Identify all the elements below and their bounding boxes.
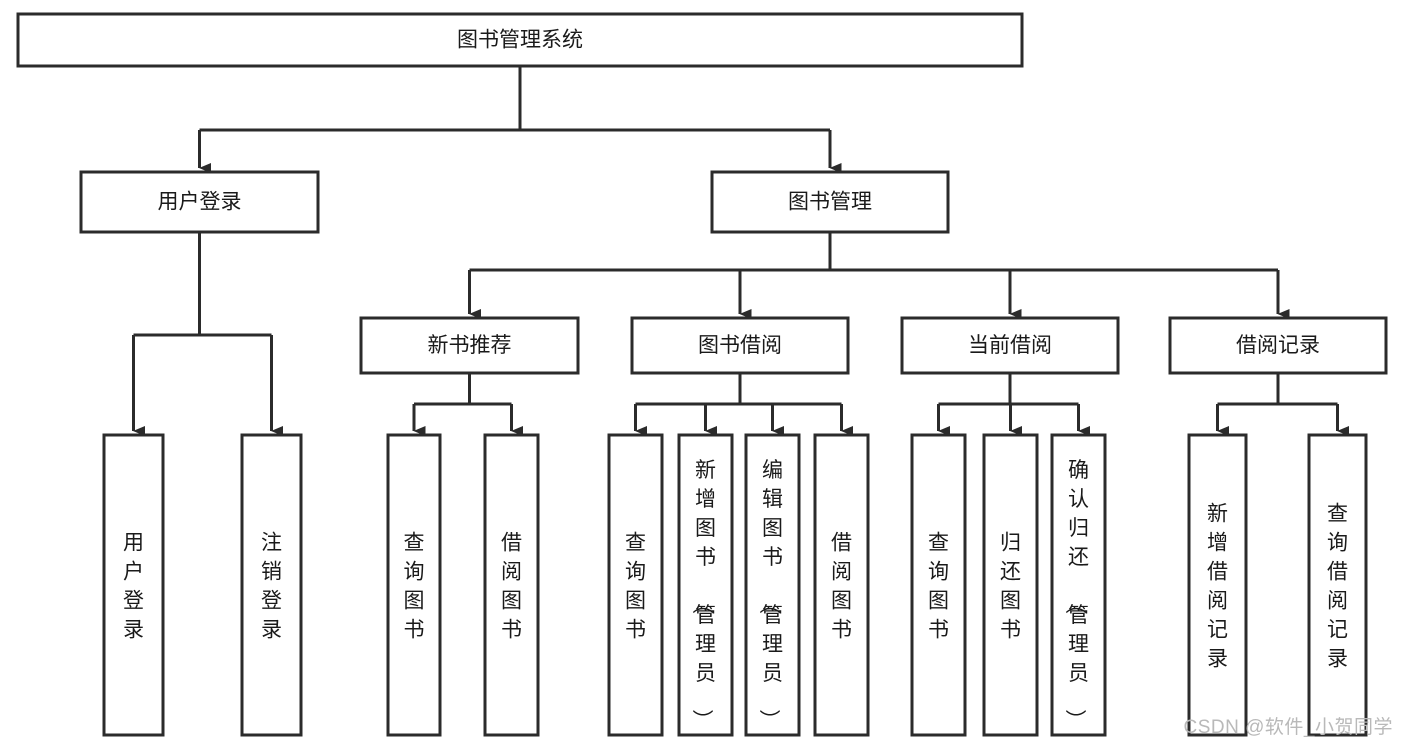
- node-box-leaf-user-login: [102, 433, 165, 737]
- node-label-book-management: 图书管理: [788, 191, 872, 214]
- node-borrow-record[interactable]: 借阅记录: [1168, 316, 1388, 375]
- node-box-leaf-query-book-recommend: [386, 433, 442, 737]
- node-book-management[interactable]: 图书管理: [710, 170, 950, 234]
- node-box-leaf-borrow-book: [813, 433, 870, 737]
- node-label-leaf-query-book-recommend: 查询图书: [404, 532, 425, 642]
- node-label-leaf-user-login: 用户登录: [123, 532, 144, 642]
- node-leaf-query-borrow-record[interactable]: 查询借阅记录: [1307, 433, 1368, 737]
- node-leaf-add-book-admin[interactable]: 新增图书（管理员）: [677, 433, 734, 737]
- node-box-borrow-record: [1168, 316, 1388, 375]
- node-box-book-management: [710, 170, 950, 234]
- node-label-leaf-query-book-current: 查询图书: [928, 532, 949, 642]
- node-label-leaf-add-book-admin: 新增图书（管理员）: [690, 459, 716, 730]
- node-box-leaf-borrow-book-recommend: [483, 433, 540, 737]
- node-layer: 图书管理系统用户登录图书管理新书推荐图书借阅当前借阅借阅记录用户登录注销登录查询…: [16, 12, 1388, 737]
- node-label-leaf-logout: 注销登录: [261, 532, 282, 642]
- node-leaf-user-login[interactable]: 用户登录: [102, 433, 165, 737]
- node-box-leaf-logout: [240, 433, 303, 737]
- node-box-leaf-return-book: [982, 433, 1039, 737]
- node-label-leaf-edit-book-admin: 编辑图书（管理员）: [757, 459, 783, 730]
- node-box-book-borrow: [630, 316, 850, 375]
- node-box-leaf-add-book-admin: [677, 433, 734, 737]
- node-label-leaf-return-book: 归还图书: [1000, 532, 1021, 642]
- node-user-login[interactable]: 用户登录: [79, 170, 320, 234]
- node-leaf-add-borrow-record[interactable]: 新增借阅记录: [1187, 433, 1248, 737]
- node-new-book-recommend[interactable]: 新书推荐: [359, 316, 580, 375]
- node-leaf-edit-book-admin[interactable]: 编辑图书（管理员）: [744, 433, 801, 737]
- node-leaf-query-book-recommend[interactable]: 查询图书: [386, 433, 442, 737]
- node-box-leaf-add-borrow-record: [1187, 433, 1248, 737]
- node-box-leaf-edit-book-admin: [744, 433, 801, 737]
- node-leaf-confirm-return-admin[interactable]: 确认归还（管理员）: [1050, 433, 1107, 737]
- node-box-leaf-confirm-return-admin: [1050, 433, 1107, 737]
- connector-layer: [132, 66, 1349, 436]
- node-root[interactable]: 图书管理系统: [16, 12, 1024, 68]
- node-label-leaf-query-book-borrow: 查询图书: [625, 532, 646, 642]
- node-label-user-login: 用户登录: [158, 191, 242, 214]
- node-book-borrow[interactable]: 图书借阅: [630, 316, 850, 375]
- node-box-new-book-recommend: [359, 316, 580, 375]
- node-label-book-borrow: 图书借阅: [698, 334, 782, 357]
- node-box-leaf-query-borrow-record: [1307, 433, 1368, 737]
- node-leaf-return-book[interactable]: 归还图书: [982, 433, 1039, 737]
- csdn-watermark: CSDN @软件_小贺同学: [1183, 717, 1393, 738]
- node-label-leaf-borrow-book-recommend: 借阅图书: [501, 532, 522, 642]
- node-box-root: [16, 12, 1024, 68]
- node-label-new-book-recommend: 新书推荐: [428, 334, 512, 357]
- node-current-borrow[interactable]: 当前借阅: [900, 316, 1120, 375]
- node-leaf-borrow-book-recommend[interactable]: 借阅图书: [483, 433, 540, 737]
- node-label-leaf-confirm-return-admin: 确认归还（管理员）: [1063, 459, 1089, 730]
- node-leaf-query-book-current[interactable]: 查询图书: [910, 433, 967, 737]
- node-label-current-borrow: 当前借阅: [968, 334, 1052, 357]
- node-box-leaf-query-book-current: [910, 433, 967, 737]
- node-label-leaf-borrow-book: 借阅图书: [831, 532, 852, 642]
- node-label-leaf-add-borrow-record: 新增借阅记录: [1207, 503, 1228, 671]
- node-leaf-query-book-borrow[interactable]: 查询图书: [607, 433, 664, 737]
- node-box-current-borrow: [900, 316, 1120, 375]
- node-box-leaf-query-book-borrow: [607, 433, 664, 737]
- node-leaf-borrow-book[interactable]: 借阅图书: [813, 433, 870, 737]
- node-label-root: 图书管理系统: [457, 29, 583, 52]
- node-box-user-login: [79, 170, 320, 234]
- node-leaf-logout[interactable]: 注销登录: [240, 433, 303, 737]
- node-label-leaf-query-borrow-record: 查询借阅记录: [1327, 503, 1348, 671]
- node-label-borrow-record: 借阅记录: [1236, 334, 1320, 357]
